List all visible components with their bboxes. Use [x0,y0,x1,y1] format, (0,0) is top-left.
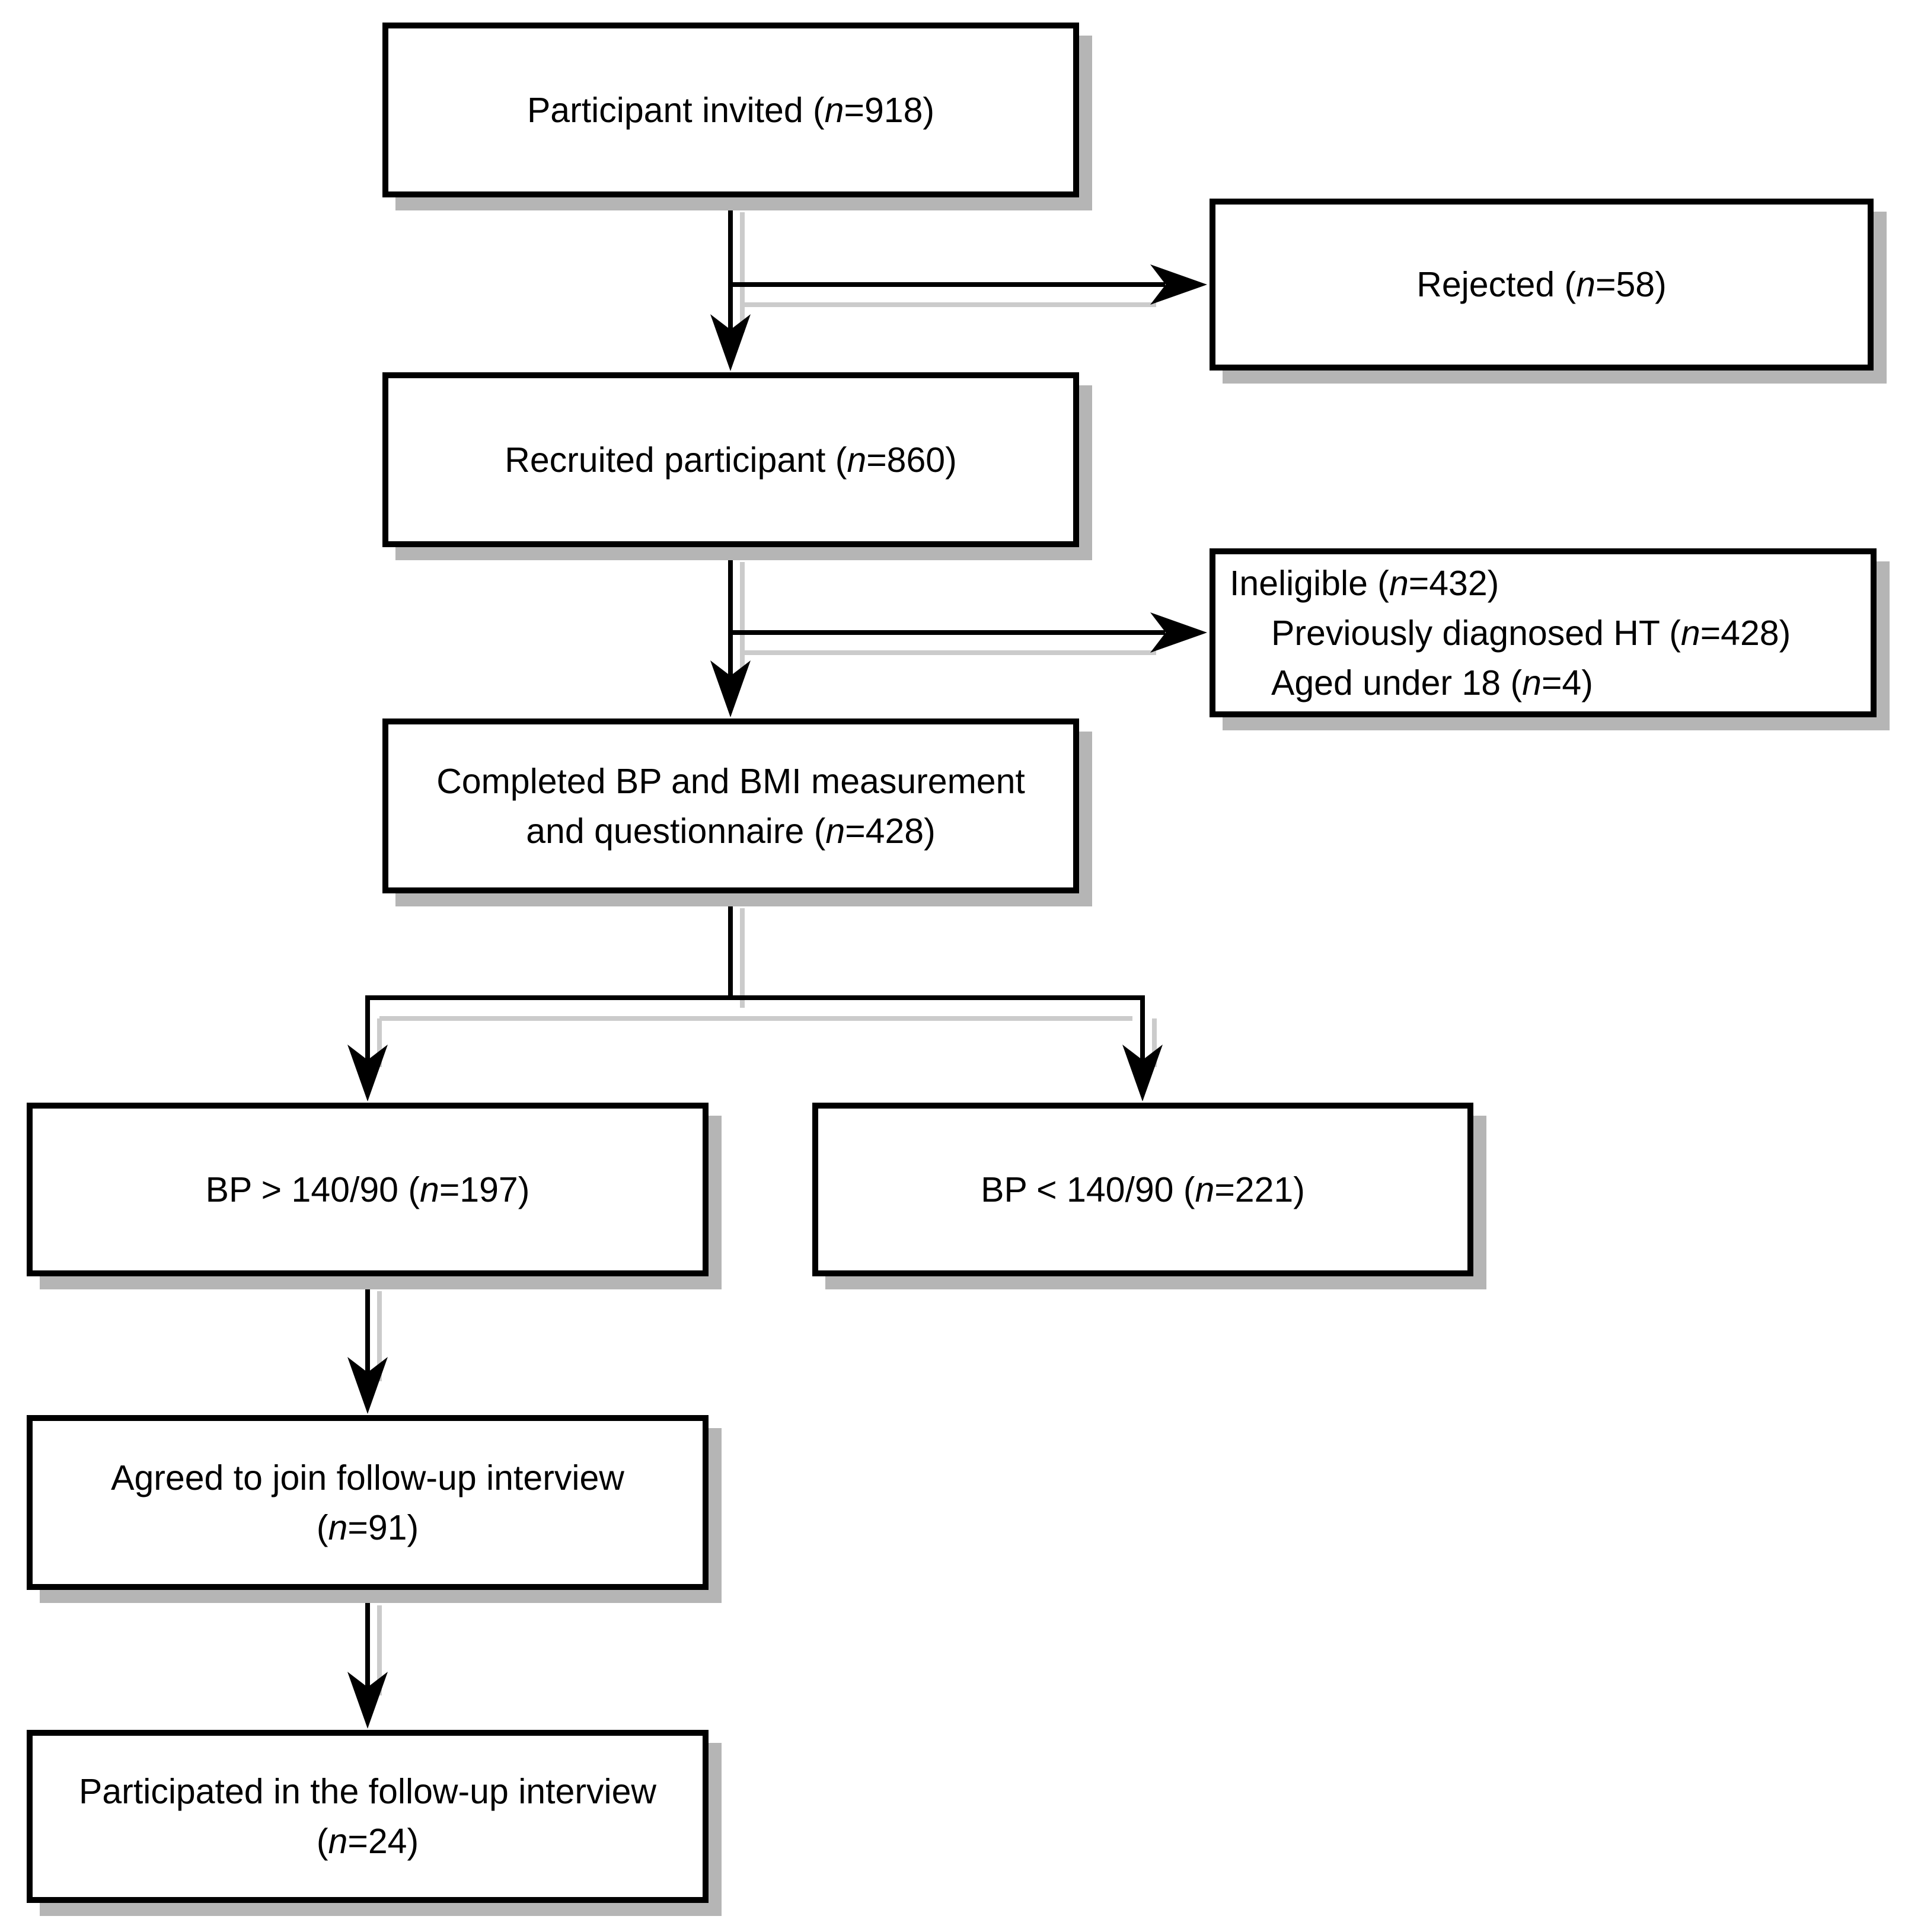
n-value: =221) [1214,1170,1305,1209]
connector-echoes [377,212,1157,1695]
arrowhead-into-bp-high [347,1045,388,1101]
label-text: BP > 140/90 ( [205,1170,420,1209]
n-value: =428) [1700,613,1791,653]
node-recruited-label: Recruited participant (n=860) [505,435,957,485]
n-value: =91) [347,1508,419,1547]
n-symbol: n [824,90,844,130]
node-agreed-line1: Agreed to join follow-up interview [111,1453,624,1503]
arrowheads [347,264,1207,1729]
n-symbol: n [1389,563,1409,603]
node-bp-high: BP > 140/90 (n=197) [27,1103,709,1276]
node-participant-invited-label: Participant invited (n=918) [527,85,934,135]
node-bp-low-label: BP < 140/90 (n=221) [981,1165,1305,1215]
label-text: Recruited participant ( [505,440,847,480]
node-ineligible-reason-age: Aged under 18 (n=4) [1230,658,1593,708]
label-text: Rejected ( [1416,265,1577,304]
arrowhead-into-agreed [347,1357,388,1414]
node-bp-high-label: BP > 140/90 (n=197) [206,1165,530,1215]
label-text: Participated in the follow-up interview [79,1772,656,1811]
label-text: Previously diagnosed HT ( [1271,613,1681,653]
arrowhead-into-recruited [710,314,751,371]
node-completed-line2: and questionnaire (n=428) [526,806,936,856]
node-ineligible-title: Ineligible (n=432) [1230,558,1499,608]
label-text: Aged under 18 ( [1271,663,1523,702]
node-ineligible-reason-ht: Previously diagnosed HT (n=428) [1230,608,1791,658]
n-symbol: n [825,811,845,851]
node-ineligible: Ineligible (n=432) Previously diagnosed … [1210,548,1877,717]
arrowhead-into-ineligible [1150,612,1207,653]
n-symbol: n [328,1508,348,1547]
label-text: ( [316,1508,328,1547]
node-agreed-line2: (n=91) [317,1503,419,1553]
n-symbol: n [328,1822,348,1861]
label-text: Ineligible ( [1230,563,1389,603]
arrowhead-into-completed [710,660,751,717]
n-symbol: n [1522,663,1542,702]
n-value: =860) [866,440,957,480]
label-text: and questionnaire ( [526,811,826,851]
node-participant-invited: Participant invited (n=918) [382,23,1079,197]
n-symbol: n [420,1170,439,1209]
arrowhead-into-participated [347,1672,388,1729]
arrowhead-into-bp-low [1122,1045,1163,1101]
connector-lines [365,197,1165,1693]
node-rejected: Rejected (n=58) [1210,199,1874,371]
node-completed-measurement: Completed BP and BMI measurement and que… [382,718,1079,893]
n-value: =918) [844,90,935,130]
label-text: ( [316,1822,328,1861]
n-value: =197) [439,1170,530,1209]
node-bp-low: BP < 140/90 (n=221) [812,1103,1473,1276]
node-rejected-label: Rejected (n=58) [1416,260,1666,309]
node-participated-line1: Participated in the follow-up interview [79,1767,656,1816]
n-value: =24) [347,1822,419,1861]
n-value: =58) [1596,265,1667,304]
n-symbol: n [847,440,867,480]
n-symbol: n [1195,1170,1215,1209]
label-text: BP < 140/90 ( [981,1170,1195,1209]
n-symbol: n [1680,613,1700,653]
label-text: Completed BP and BMI measurement [436,761,1025,801]
arrowhead-into-rejected [1150,264,1207,305]
node-completed-line1: Completed BP and BMI measurement [436,756,1025,806]
n-symbol: n [1576,265,1596,304]
n-value: =432) [1408,563,1499,603]
node-recruited-participant: Recruited participant (n=860) [382,372,1079,547]
label-text: Agreed to join follow-up interview [111,1458,624,1497]
node-participated-line2: (n=24) [317,1816,419,1866]
n-value: =428) [845,811,936,851]
n-value: =4) [1541,663,1593,702]
label-text: Participant invited ( [526,90,825,130]
node-agreed-interview: Agreed to join follow-up interview (n=91… [27,1415,709,1590]
node-participated-interview: Participated in the follow-up interview … [27,1730,709,1903]
